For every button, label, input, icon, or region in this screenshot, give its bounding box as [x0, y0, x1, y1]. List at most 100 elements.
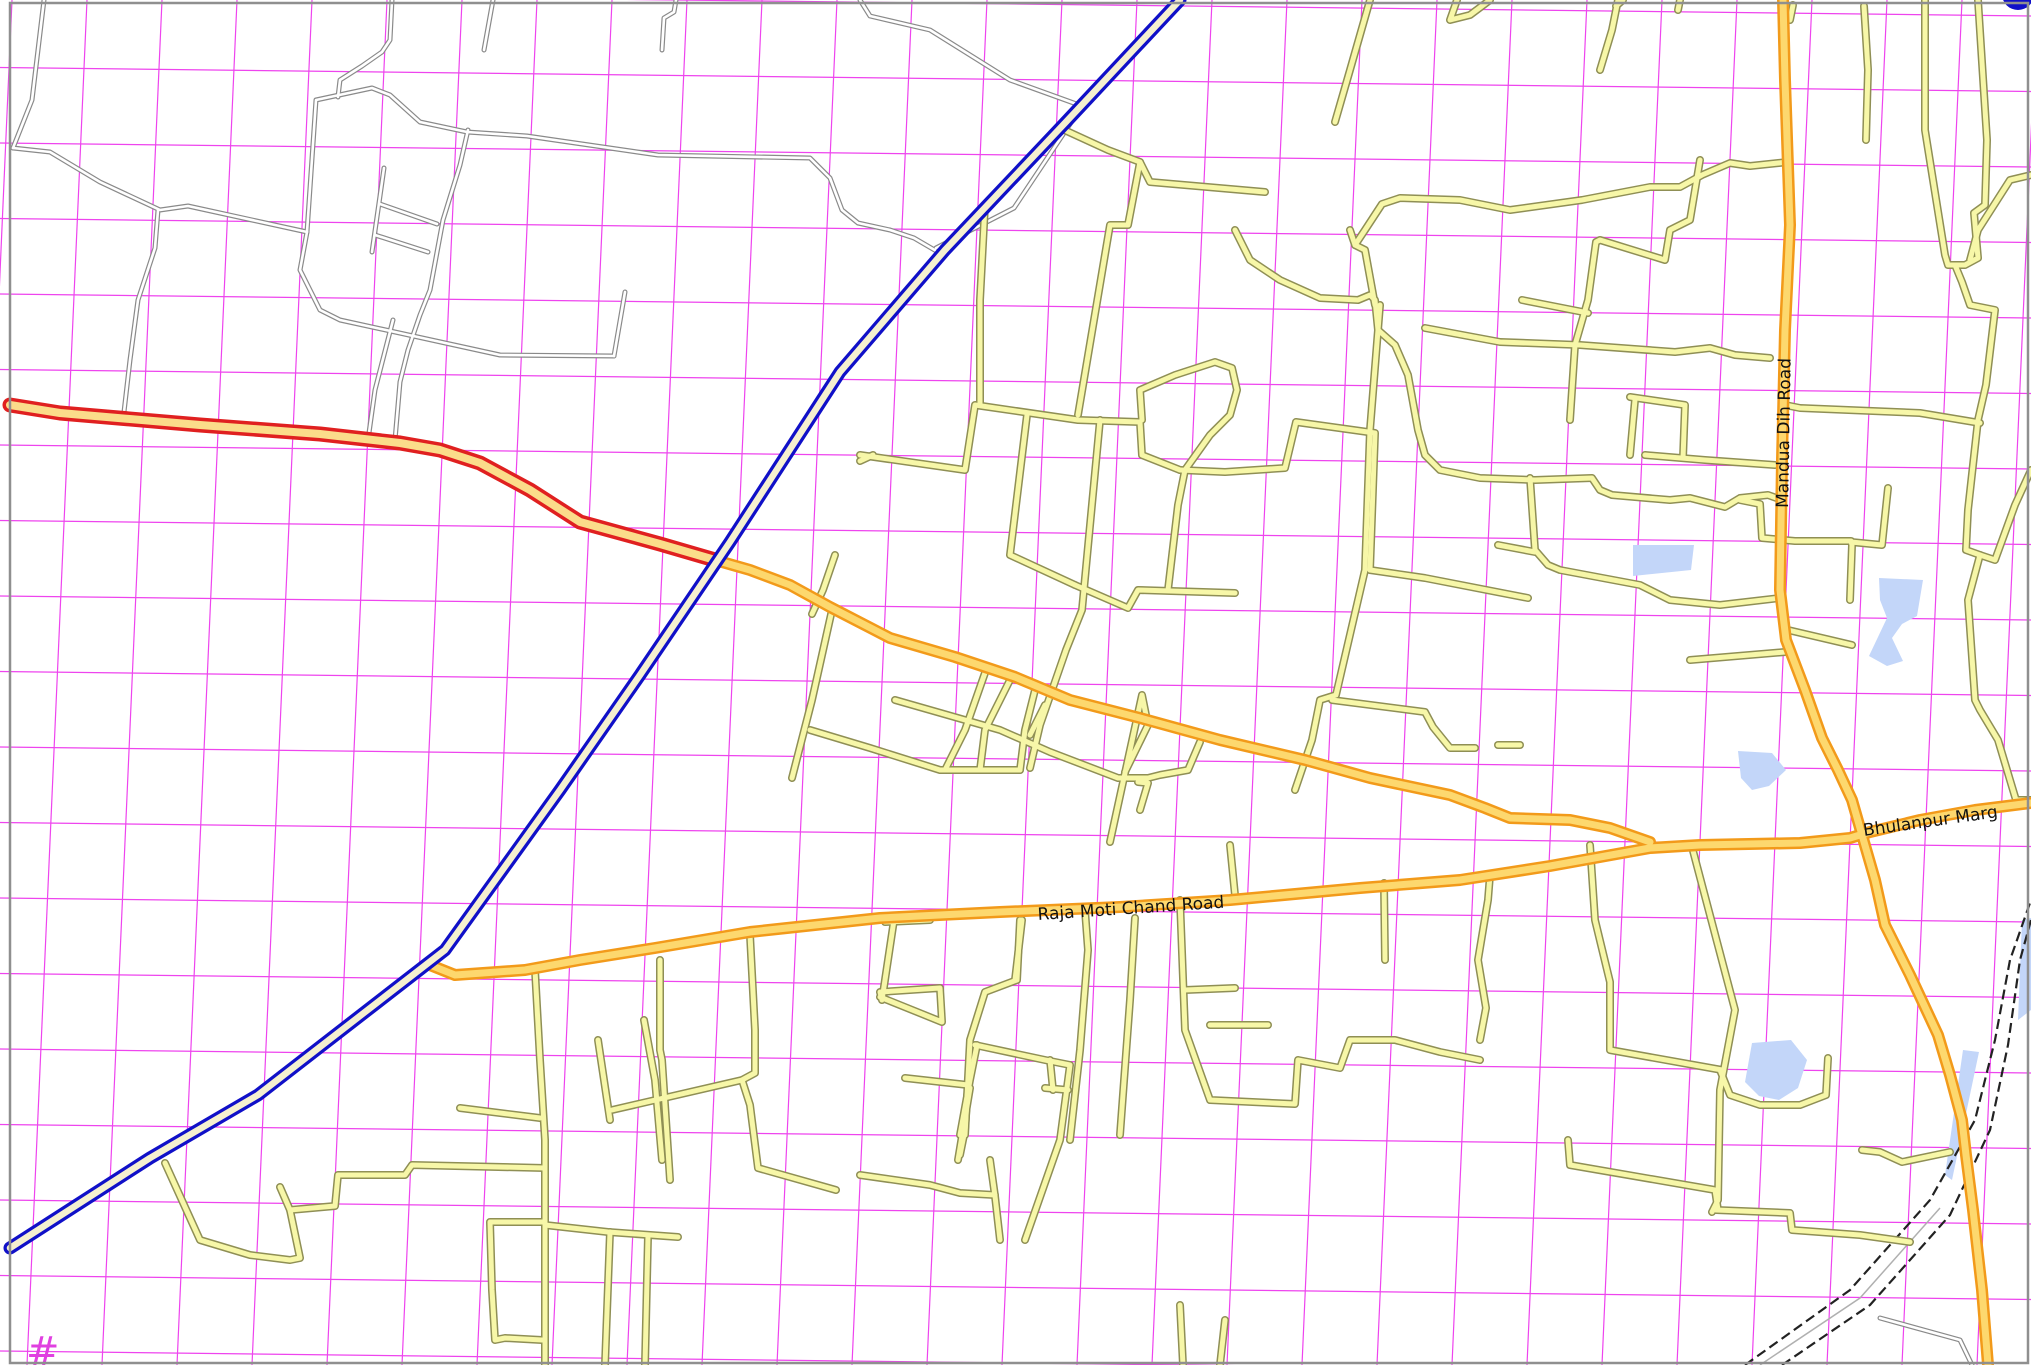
minor-road-segment [1177, 897, 1483, 1107]
minor-road-segment [1329, 697, 1478, 751]
footpaths [10, 0, 1975, 1365]
minor-road-segment [789, 607, 835, 781]
minor-road-segment [1859, 1147, 1953, 1165]
minor-road-segment [1227, 842, 1238, 898]
grid-line-vertical [1826, 0, 1888, 1365]
minor-road-segment [1627, 397, 1638, 458]
minor-road-fill [162, 0, 2031, 1365]
major-road-segment [1776, 0, 1992, 1365]
major-roads [424, 0, 2031, 1365]
minor-road-segment [1587, 842, 1725, 1073]
map-frame [8, 1, 2030, 1365]
minor-road-segment [1137, 419, 1183, 473]
pond [1633, 545, 1694, 576]
minor-road-segment [1785, 627, 1855, 648]
minor-road-segment [602, 1229, 613, 1365]
grid-line-vertical [0, 0, 13, 287]
water-bodies [1633, 545, 2031, 1180]
minor-road-segment [1627, 394, 1688, 461]
minor-road-segment [287, 1162, 548, 1213]
grid-line-vertical [1376, 0, 1438, 1365]
grid-line-vertical [101, 0, 163, 1365]
railway [1744, 899, 2031, 1365]
expressway [3, 0, 1187, 1255]
minor-road-segment [739, 1077, 839, 1193]
grid-line-vertical [1526, 0, 1588, 1365]
minor-road-segment [857, 1172, 998, 1198]
grid-line-vertical [626, 0, 688, 1365]
minor-road-segment [1519, 297, 1591, 316]
minor-road-segment [1232, 227, 1785, 510]
minor-road-segment [942, 667, 989, 773]
minor-road-segment [1292, 302, 1383, 793]
minor-road-segment [1475, 872, 1493, 1043]
minor-road-segment [1597, 0, 1621, 73]
minor-road-segment [1687, 649, 1788, 663]
minor-road-segment [1007, 412, 1078, 588]
minor-road-segment [1135, 779, 1151, 813]
minor-road-segment [532, 967, 548, 1365]
minor-road-segment [1332, 0, 1373, 125]
minor-road-segment [1017, 687, 1038, 773]
minor-road-segment [1717, 1055, 1831, 1108]
minor-road-segment [1787, 2, 1796, 23]
grid-line-horizontal [0, 444, 2031, 470]
minor-road-segment [1217, 1317, 1228, 1365]
grid-line-horizontal [0, 368, 2031, 395]
minor-road-segment [1848, 485, 1891, 548]
road-label-mandua-dih: Mandua Dih Road [1773, 358, 1796, 508]
minor-road-segment [1965, 552, 2031, 803]
minor-road-segment [1047, 1057, 1056, 1093]
grid-line-horizontal [0, 972, 2031, 999]
minor-road-segment [977, 202, 988, 408]
pond [1738, 751, 1786, 790]
minor-road-segment [1012, 917, 1025, 983]
grid-line-vertical [1901, 0, 1963, 1365]
minor-road-segment [1977, 467, 2031, 563]
minor-road-segment [1367, 567, 1531, 601]
minor-road-segment [955, 1085, 973, 1163]
highway [2, 397, 723, 568]
minor-road-segment [857, 452, 876, 464]
minor-road-segment [1967, 172, 2031, 263]
minor-road-segment [1782, 402, 1983, 426]
grid-line-horizontal [0, 1123, 2031, 1150]
grid-line-vertical [401, 0, 463, 1365]
pond [1745, 1040, 1807, 1100]
minor-road-segment [1352, 159, 1791, 248]
minor-road-segment [1182, 985, 1238, 993]
grid-line-vertical [1751, 0, 1813, 1365]
minor-road-segment [1075, 159, 1143, 418]
minor-road-segment [1861, 3, 1871, 143]
grid-line-vertical [1451, 0, 1513, 1365]
minor-road-segment [1952, 262, 1998, 558]
minor-roads [161, 0, 2031, 1365]
minor-road-segment [1565, 1137, 1721, 1213]
minor-road-segment [1642, 452, 1778, 468]
minor-road-segment [1072, 582, 1238, 611]
minor-road-segment [877, 917, 945, 1025]
minor-road-segment [972, 1042, 1073, 1243]
grid-line-horizontal [0, 746, 2031, 772]
minor-road-segment [1495, 542, 1538, 555]
grid-line-vertical [1601, 0, 1663, 1365]
grid-line-horizontal [0, 217, 2031, 244]
pond [1869, 578, 1923, 666]
grid-line-horizontal [0, 1048, 2031, 1074]
grid-line-vertical [551, 0, 613, 1365]
minor-road-segment [1675, 0, 1683, 13]
minor-road-segment [1042, 1085, 1071, 1093]
minor-road-segment [595, 1037, 613, 1123]
minor-road-segment [1567, 157, 1703, 423]
minor-road-segment [892, 697, 1203, 781]
minor-road-segment [1107, 692, 1151, 845]
minor-road-segment [1137, 359, 1240, 593]
grid-line-vertical [1676, 0, 1738, 1365]
minor-road-segment [1027, 702, 1048, 738]
minor-road-segment [657, 957, 673, 1183]
minor-road-segment [1177, 419, 1378, 573]
minor-road-segment [1447, 0, 1493, 23]
grid-line-vertical [776, 0, 838, 1365]
minor-road-segment [1347, 227, 1378, 308]
